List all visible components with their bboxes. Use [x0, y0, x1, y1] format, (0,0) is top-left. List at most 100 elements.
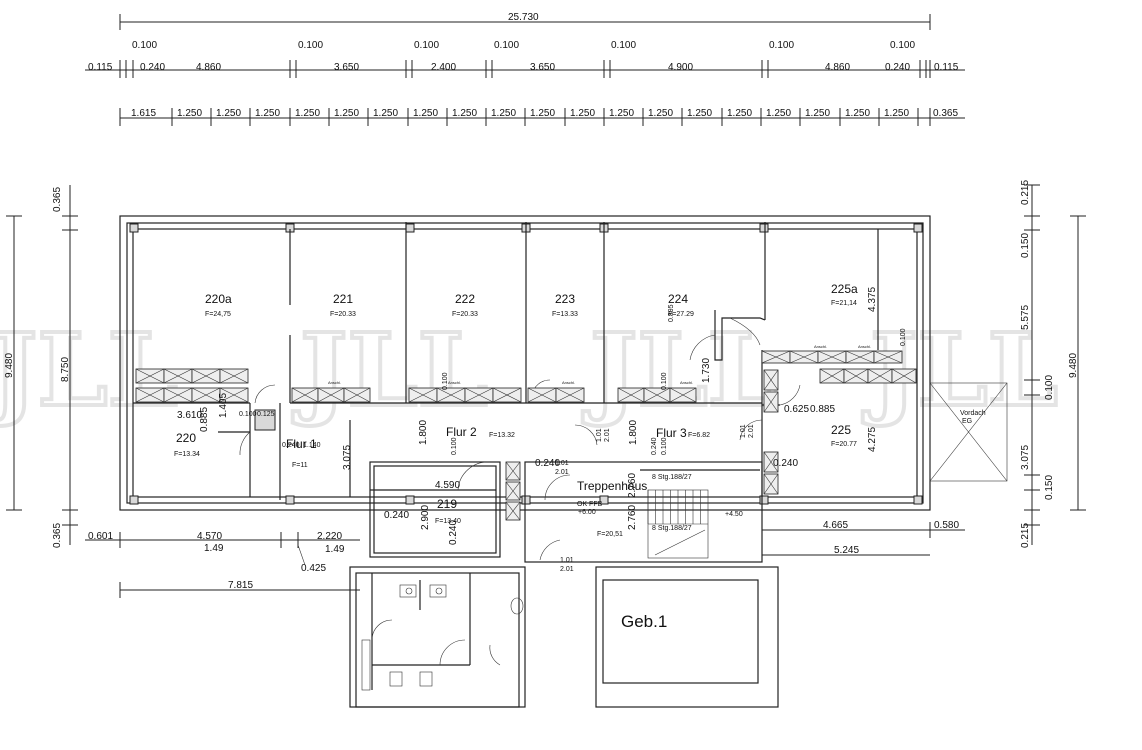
dim-main-5: 2.400	[431, 62, 456, 73]
room-flur2-area: F=13.32	[489, 432, 515, 439]
grid-label-11: 1.250	[570, 108, 595, 119]
top-main-ticks	[119, 60, 931, 78]
dim-main-2: 0.240	[140, 62, 165, 73]
column-bottom-4	[599, 495, 609, 505]
bdim-4: 2.220	[317, 531, 342, 542]
anschl-label-4: Anschl.	[814, 344, 827, 349]
stair-steps-1: 8 Stg.188/27	[652, 474, 692, 481]
dim-small-4: 0.100	[494, 40, 519, 51]
column-top-6	[913, 223, 923, 233]
grid-label-6: 1.250	[373, 108, 398, 119]
grid-label-1: 1.250	[177, 108, 202, 119]
cabinet-225a-b-3	[891, 368, 917, 384]
room-220a-area: F=24,75	[205, 311, 231, 318]
idim-28: 2.900	[420, 505, 431, 530]
room-221-label: 221	[333, 292, 353, 306]
idim-22: 0.240	[773, 458, 798, 469]
cabinet-221-2	[343, 387, 371, 403]
anschl-label-5: Anschl.	[858, 344, 871, 349]
room-225a-label: 225a	[831, 282, 858, 296]
room-flur1-area: F=11	[292, 462, 308, 469]
door-tag-2a: 1.01	[740, 424, 747, 438]
room-220a-label: 220a	[205, 292, 232, 306]
cabinet-222-3	[492, 387, 522, 403]
idim-2: 0.885	[199, 407, 210, 432]
cabinet-225a-a-0	[761, 350, 791, 364]
grid-label-9: 1.250	[491, 108, 516, 119]
dim-main-4: 3.650	[334, 62, 359, 73]
idim-3: 1.405	[218, 393, 229, 418]
cabinet-224-1	[643, 387, 671, 403]
column-bottom-0	[129, 495, 139, 505]
idim-24: 2.760	[627, 473, 638, 498]
idim-7: 1.140	[303, 442, 321, 449]
left-dimensions: 9.480 0.365 8.750 0.365	[4, 185, 78, 548]
stair-okffb: OK FFB	[577, 501, 603, 508]
grid-label-10: 1.250	[530, 108, 555, 119]
bdim-10: 5.245	[834, 545, 859, 556]
stair-steps	[647, 490, 701, 524]
dim-small-2: 0.100	[298, 40, 323, 51]
cabinets: Anschl.Anschl.Anschl.Anschl.Anschl.Ansch…	[135, 344, 917, 521]
door-tag-1b: 2.01	[604, 428, 611, 442]
idim-27: 4.590	[435, 480, 460, 491]
dim-small-7: 0.100	[890, 40, 915, 51]
cabinet-223-0	[527, 387, 557, 403]
grid-label-last: 0.365	[933, 108, 958, 119]
column-top-0	[129, 223, 139, 233]
grid-label-13: 1.250	[648, 108, 673, 119]
idim-23: 0.240	[535, 458, 560, 469]
right-dim-4: 0.100	[1044, 375, 1055, 400]
idim-9: 1.800	[418, 420, 429, 445]
grid-label-15: 1.250	[727, 108, 752, 119]
room-treppenhaus-area: F=20,51	[597, 531, 623, 538]
cabinet-220a-b-3	[219, 387, 249, 403]
grid-label-16: 1.250	[766, 108, 791, 119]
idim-15: 0.895	[668, 304, 675, 322]
right-ticks	[1024, 184, 1040, 526]
column-bottom-6	[913, 495, 923, 505]
cabinet-224-0	[617, 387, 645, 403]
cabinet-220a-a-3	[219, 368, 249, 384]
bdim-7: 7.815	[228, 580, 253, 591]
bdim-6: 0.425	[301, 563, 326, 574]
vordach-label-2: EG	[962, 418, 972, 425]
cabinet-219-c-0	[505, 501, 521, 521]
idim-11: 0.100	[451, 437, 458, 455]
cabinet-225a-a-2	[817, 350, 847, 364]
cabinet-225a-b-0	[819, 368, 845, 384]
cabinet-225a-a-4	[873, 350, 903, 364]
left-dim-bottom: 0.365	[52, 523, 63, 548]
right-dim-6: 0.150	[1044, 475, 1055, 500]
bdim-5: 1.49	[325, 544, 345, 555]
cabinet-223-1	[555, 387, 585, 403]
right-dim-2: 0.150	[1020, 233, 1031, 258]
stair-steps-2: 8 Stg.188/27	[652, 525, 692, 532]
grid-label-12: 1.250	[609, 108, 634, 119]
grid-label-2: 1.250	[216, 108, 241, 119]
room-221-area: F=20.33	[330, 311, 356, 318]
idim-4: 0.100	[239, 411, 257, 418]
dim-main-8: 4.860	[825, 62, 850, 73]
bdim-8: 4.665	[823, 520, 848, 531]
room-219-area: F=13.40	[435, 518, 461, 525]
cabinet-220a-a-2	[191, 368, 221, 384]
cabinet-225a-b-2	[867, 368, 893, 384]
idim-26: 0.240	[384, 510, 409, 521]
column-top-2	[405, 223, 415, 233]
idim-12: 1.800	[628, 420, 639, 445]
cabinet-225a-a-1	[789, 350, 819, 364]
right-dim-1: 0.215	[1020, 180, 1031, 205]
room-219-label: 219	[437, 497, 457, 511]
room-220-label: 220	[176, 431, 196, 445]
column-top-5	[759, 223, 769, 233]
idim-10: 0.100	[442, 372, 449, 390]
building: Anschl.Anschl.Anschl.Anschl.Anschl.Ansch…	[119, 215, 931, 563]
grid-label-14: 1.250	[687, 108, 712, 119]
dim-main-10: 0.115	[934, 62, 959, 73]
geb1-label: Geb.1	[621, 612, 667, 631]
right-dimensions: 0.215 0.150 5.575 0.100 3.075 0.150 0.21…	[1020, 180, 1086, 548]
cabinet-225-d-0	[763, 473, 779, 495]
